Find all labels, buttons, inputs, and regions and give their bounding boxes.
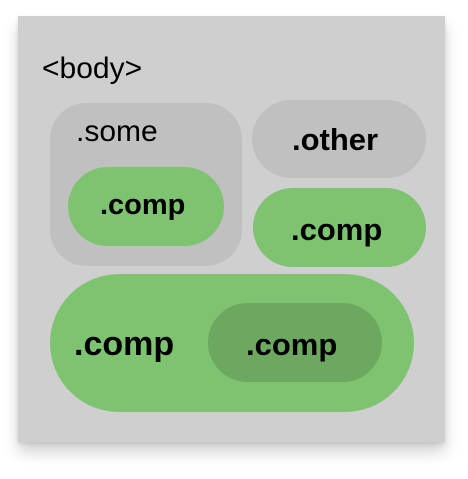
some-box: .some .comp bbox=[50, 103, 242, 266]
other-comp-box: .comp bbox=[253, 188, 426, 267]
body-label: <body> bbox=[42, 52, 143, 85]
big-comp-label: .comp bbox=[74, 325, 175, 363]
other-comp-label: .comp bbox=[291, 212, 383, 247]
nested-comp-label: .comp bbox=[246, 327, 338, 362]
some-label: .some bbox=[76, 115, 158, 148]
big-comp-box: .comp .comp bbox=[50, 274, 414, 412]
nested-comp-box: .comp bbox=[208, 303, 382, 382]
other-box: .other bbox=[252, 100, 426, 178]
some-comp-box: .comp bbox=[68, 167, 224, 246]
some-comp-label: .comp bbox=[100, 189, 186, 221]
other-label: .other bbox=[292, 122, 379, 157]
body-container: <body> .some .comp .other .comp .comp .c… bbox=[18, 16, 445, 442]
